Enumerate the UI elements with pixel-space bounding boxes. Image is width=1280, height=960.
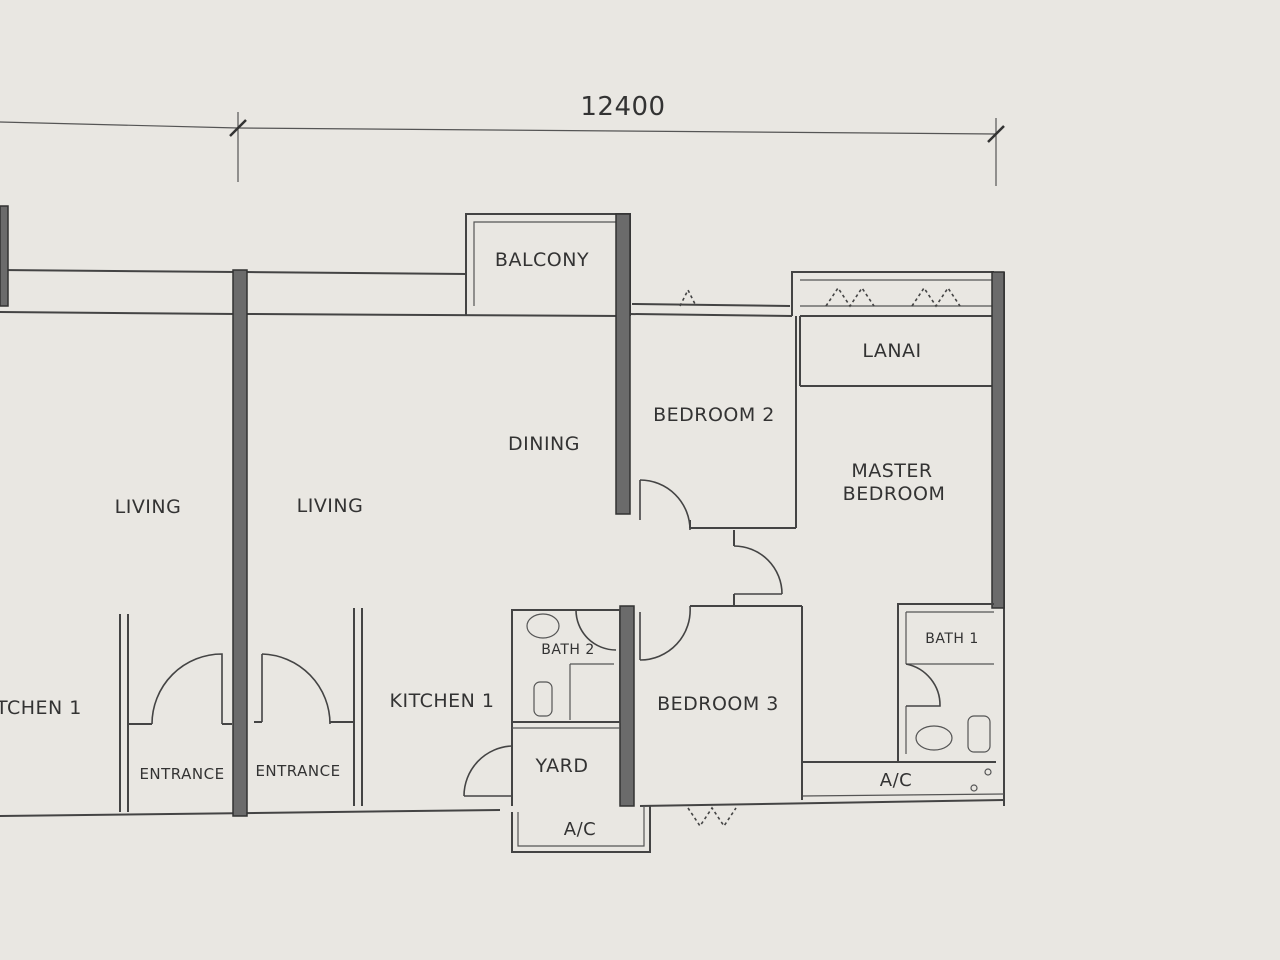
room-label-entrance-left: ENTRANCE xyxy=(139,765,224,783)
room-label-bath-2: BATH 2 xyxy=(541,642,595,658)
room-label-bedroom-2: BEDROOM 2 xyxy=(653,404,775,426)
room-label-kitchen-left: TCHEN 1 xyxy=(0,697,82,719)
doors xyxy=(151,286,961,828)
room-label-bath-1: BATH 1 xyxy=(925,631,979,647)
interior-walls xyxy=(119,316,996,812)
room-label-lanai: LANAI xyxy=(862,340,921,362)
room-label-balcony: BALCONY xyxy=(495,249,589,271)
room-label-ac-bottom: A/C xyxy=(564,819,596,840)
structural-columns xyxy=(0,205,1005,817)
room-label-dining: DINING xyxy=(508,433,580,455)
room-label-master-line2: BEDROOM xyxy=(843,483,946,505)
room-label-kitchen-right: KITCHEN 1 xyxy=(390,690,495,712)
room-label-living-right: LIVING xyxy=(297,495,364,517)
room-label-master-line1: MASTER xyxy=(851,460,932,482)
room-label-yard: YARD xyxy=(535,755,589,777)
room-label-living-left: LIVING xyxy=(115,496,182,518)
exterior-walls xyxy=(0,213,1005,853)
bathroom-fixtures xyxy=(526,613,992,792)
room-label-ac-right: A/C xyxy=(880,770,912,791)
dimension-line xyxy=(0,112,1005,186)
room-label-entrance-right: ENTRANCE xyxy=(255,762,340,780)
room-label-bedroom-3: BEDROOM 3 xyxy=(657,693,779,715)
dimension-label: 12400 xyxy=(580,92,665,122)
